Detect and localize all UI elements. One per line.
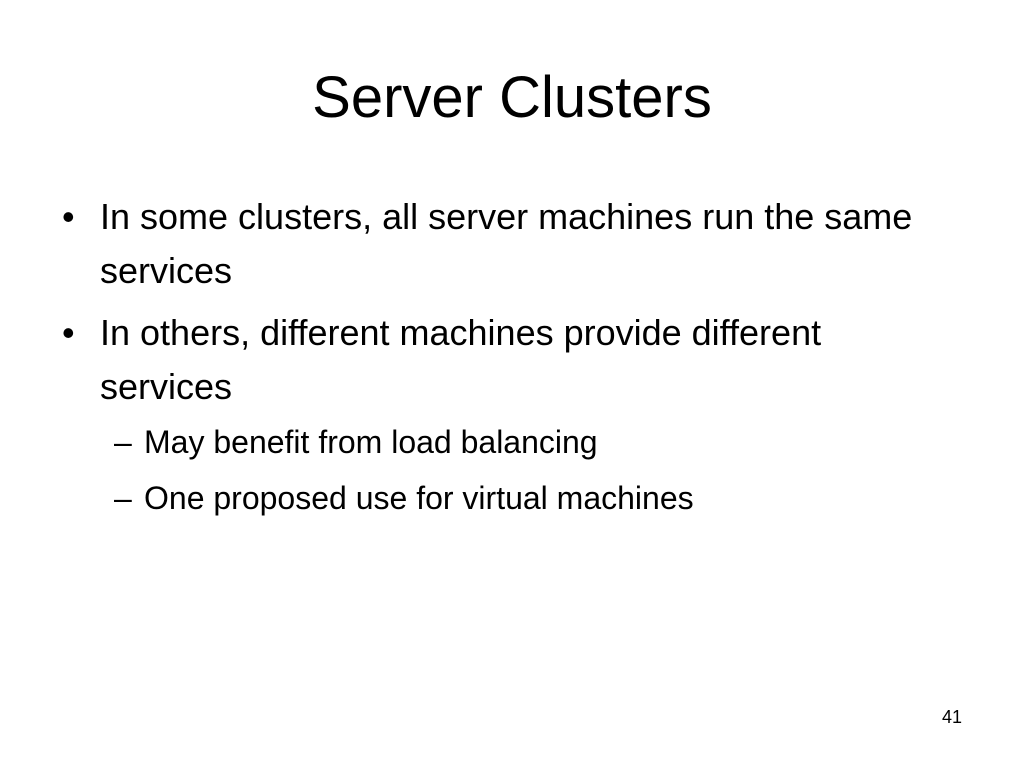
bullet-item: • In others, different machines provide … bbox=[62, 306, 962, 414]
bullet-item: • In some clusters, all server machines … bbox=[62, 190, 962, 298]
sub-bullet-marker: – bbox=[114, 480, 132, 516]
bullet-text: In some clusters, all server machines ru… bbox=[100, 196, 913, 291]
sub-bullet-text: One proposed use for virtual machines bbox=[144, 480, 694, 516]
sub-bullet-text: May benefit from load balancing bbox=[144, 424, 598, 460]
sub-bullet-item: – May benefit from load balancing bbox=[62, 422, 962, 462]
bullet-marker: • bbox=[62, 196, 75, 237]
sub-bullet-marker: – bbox=[114, 424, 132, 460]
page-number: 41 bbox=[941, 707, 962, 727]
slide-title: Server Clusters bbox=[312, 65, 712, 130]
slide-body: • In some clusters, all server machines … bbox=[62, 190, 962, 534]
bullet-marker: • bbox=[62, 312, 75, 353]
sub-bullet-item: – One proposed use for virtual machines bbox=[62, 478, 962, 518]
bullet-text: In others, different machines provide di… bbox=[100, 312, 822, 407]
